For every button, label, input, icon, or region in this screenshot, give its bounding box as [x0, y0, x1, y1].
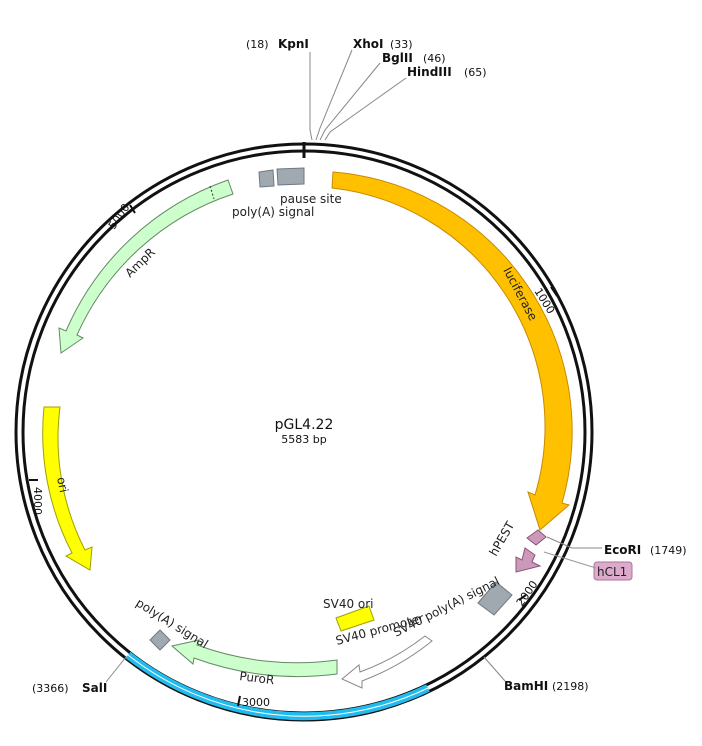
site-sali-name: SalI — [82, 681, 107, 695]
sv40-polya-feature[interactable] — [477, 581, 513, 616]
plasmid-length: 5583 bp — [281, 433, 326, 446]
hpest-label: hPEST — [486, 519, 517, 559]
site-xhoi-name: XhoI — [353, 37, 384, 51]
hcl1-leader — [543, 551, 597, 569]
tick-label-3000: 3000 — [242, 696, 270, 709]
highlighted-backbone-centerline — [127, 654, 429, 717]
pause-site-label: pause site — [280, 192, 342, 206]
hcl1-feature[interactable] — [515, 547, 542, 573]
top-site-leaders — [309, 49, 407, 141]
ori-feature[interactable] — [42, 406, 93, 571]
ori-label: ori — [54, 476, 71, 494]
site-bamhi[interactable]: BamHI (2198) — [483, 656, 589, 693]
site-kpni-name: KpnI — [278, 37, 309, 51]
tick-label-5000: 5000 — [106, 201, 133, 231]
site-bglii[interactable]: BglII (46) — [382, 51, 446, 65]
puror-label: PuroR — [239, 669, 275, 687]
site-sali[interactable]: (3366) SalI — [32, 656, 127, 695]
tick-4000: 4000 — [29, 479, 44, 515]
site-hindiii-name: HindIII — [407, 65, 452, 79]
plasmid-name: pGL4.22 — [275, 417, 334, 433]
sv40-ori-feature[interactable] — [335, 605, 375, 632]
puror-feature[interactable] — [170, 639, 338, 678]
site-ecori-leader — [546, 536, 573, 549]
tick-label-4000: 4000 — [31, 487, 44, 515]
tick-3000: 3000 — [237, 695, 270, 709]
site-kpni-pos: (18) — [246, 38, 269, 51]
site-ecori-name: EcoRI — [604, 543, 641, 557]
hpest-feature[interactable] — [526, 529, 547, 546]
pause-site-feature[interactable] — [276, 167, 305, 186]
tick-5000: 5000 — [106, 201, 136, 232]
site-kpni[interactable]: (18) KpnI — [246, 37, 309, 51]
site-bamhi-pos: (2198) — [552, 680, 589, 693]
puro-polya-label: poly(A) signal — [133, 596, 210, 651]
site-bglii-name: BglII — [382, 51, 413, 65]
luciferase-feature[interactable] — [331, 171, 573, 531]
hcl1-label-box — [593, 561, 633, 581]
polya-signal-feature[interactable] — [258, 169, 275, 188]
polya-signal-label: poly(A) signal — [232, 205, 314, 219]
site-hindiii[interactable]: HindIII (65) — [407, 65, 487, 79]
site-ecori-pos: (1749) — [650, 544, 687, 557]
site-hindiii-pos: (65) — [464, 66, 487, 79]
site-bamhi-name: BamHI — [504, 679, 548, 693]
site-bamhi-leader — [483, 656, 506, 682]
hcl1-label: hCL1 — [597, 565, 627, 579]
site-bglii-pos: (46) — [423, 52, 446, 65]
site-ecori[interactable]: EcoRI (1749) — [546, 536, 687, 557]
sv40-ori-label: SV40 ori — [323, 597, 374, 611]
sv40-promoter-feature[interactable] — [341, 635, 433, 689]
puro-polya-feature[interactable] — [149, 629, 171, 651]
ampr-feature[interactable] — [58, 179, 234, 354]
site-xhoi[interactable]: XhoI (33) — [353, 37, 413, 51]
site-xhoi-pos: (33) — [390, 38, 413, 51]
site-sali-pos: (3366) — [32, 682, 69, 695]
site-sali-leader — [105, 656, 127, 683]
